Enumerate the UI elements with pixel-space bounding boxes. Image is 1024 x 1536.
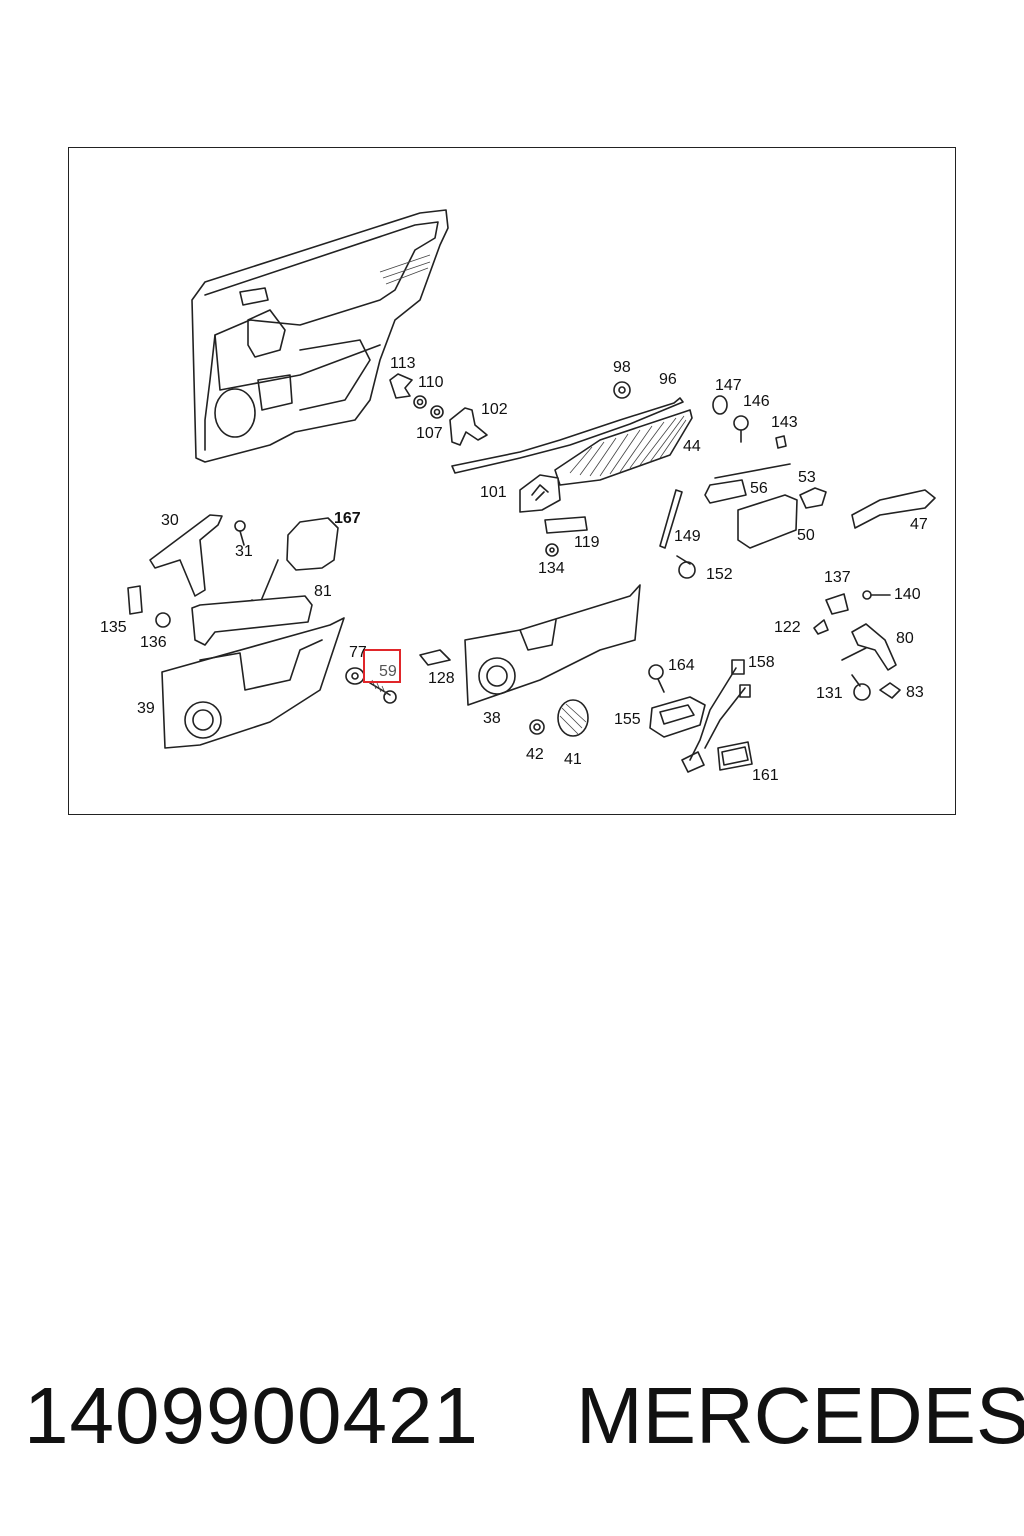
callout-149: 149 xyxy=(674,528,701,545)
right-upper-parts xyxy=(659,395,936,579)
callout-131: 131 xyxy=(816,685,843,702)
callout-50: 50 xyxy=(797,527,815,544)
callout-155: 155 xyxy=(614,711,641,728)
door-inner-panel xyxy=(191,209,449,463)
brand-name: MERCEDES xyxy=(576,1371,1024,1460)
callout-102: 102 xyxy=(481,401,508,418)
callout-135: 135 xyxy=(100,619,127,636)
callout-39: 39 xyxy=(137,700,155,717)
callout-146: 146 xyxy=(743,393,770,410)
middle-door-trim-38 xyxy=(464,584,641,737)
lower-right-electrical xyxy=(648,659,753,773)
window-trim-parts xyxy=(451,381,693,557)
callout-59: 59 xyxy=(379,663,397,680)
callout-31: 31 xyxy=(235,543,253,560)
callout-47: 47 xyxy=(910,516,928,533)
callout-96: 96 xyxy=(659,371,677,388)
lower-door-trim-39 xyxy=(161,617,345,749)
callout-81: 81 xyxy=(314,583,332,600)
callout-161: 161 xyxy=(752,767,779,784)
callout-134: 134 xyxy=(538,560,565,577)
callout-143: 143 xyxy=(771,414,798,431)
callout-80: 80 xyxy=(896,630,914,647)
callout-122: 122 xyxy=(774,619,801,636)
callout-119: 119 xyxy=(574,534,600,551)
small-fasteners-upper xyxy=(389,373,488,446)
callout-101: 101 xyxy=(480,484,507,501)
callout-164: 164 xyxy=(668,657,695,674)
callout-83: 83 xyxy=(906,684,924,701)
highlight-box-59 xyxy=(363,649,401,683)
callout-140: 140 xyxy=(894,586,921,603)
callout-98: 98 xyxy=(613,359,631,376)
callout-53: 53 xyxy=(798,469,816,486)
part-number: 1409900421 xyxy=(24,1371,479,1460)
callout-42: 42 xyxy=(526,746,544,763)
callout-110: 110 xyxy=(418,374,444,391)
callout-152: 152 xyxy=(706,566,733,583)
callout-113: 113 xyxy=(390,355,416,372)
callout-44: 44 xyxy=(683,438,701,455)
callout-77: 77 xyxy=(349,644,367,661)
callout-30: 30 xyxy=(161,512,179,529)
callout-167: 167 xyxy=(334,510,361,527)
right-lower-parts xyxy=(813,590,901,701)
callout-158: 158 xyxy=(748,654,775,671)
callout-136: 136 xyxy=(140,634,167,651)
callout-38: 38 xyxy=(483,710,501,727)
callout-56: 56 xyxy=(750,480,768,497)
callout-41: 41 xyxy=(564,751,582,768)
callout-128: 128 xyxy=(428,670,455,687)
left-middle-parts xyxy=(127,514,339,646)
diagram-frame xyxy=(68,147,956,815)
callout-147: 147 xyxy=(715,377,742,394)
callout-137: 137 xyxy=(824,569,851,586)
callout-107: 107 xyxy=(416,425,443,442)
